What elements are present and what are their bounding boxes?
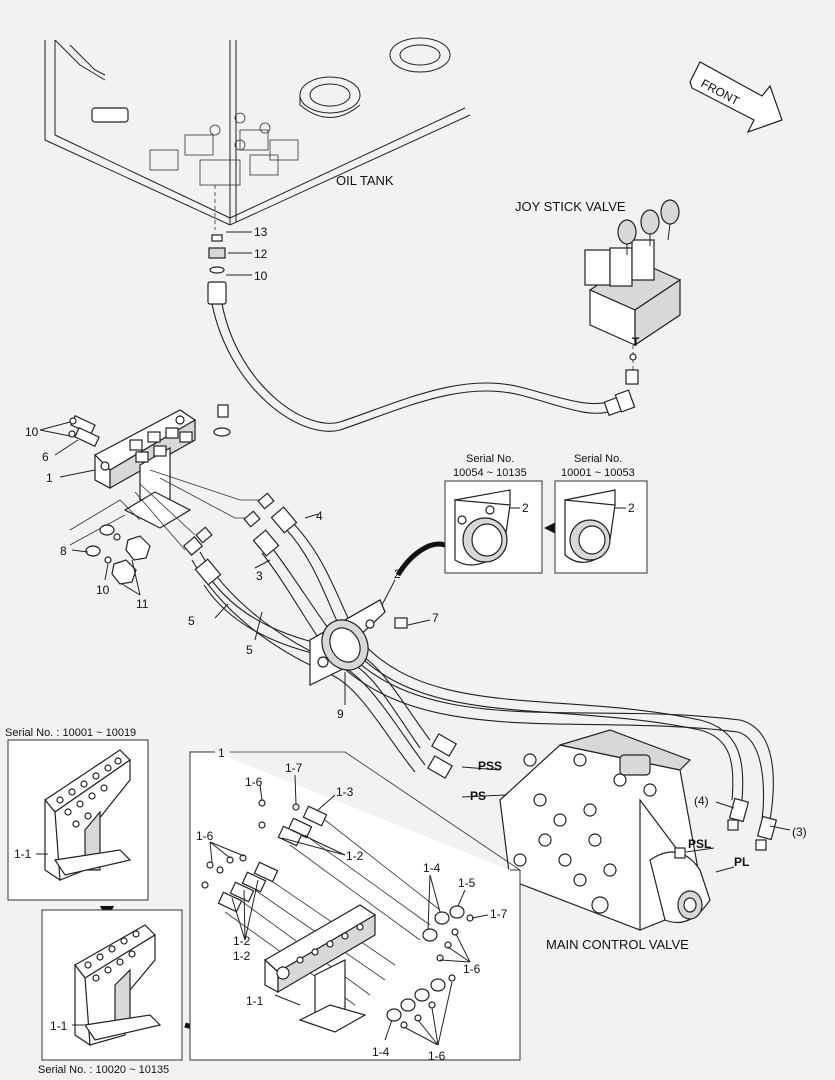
serial-box-left-line1: Serial No. — [466, 453, 514, 465]
port-pl-label: PL — [734, 855, 749, 869]
detail-callout-1-6e: 1-6 — [428, 1049, 446, 1063]
serial-box-left-part: 2 — [522, 501, 529, 515]
port-psl-label: PSL — [688, 837, 711, 851]
callout-10-bottom: 10 — [96, 583, 110, 597]
port-pss-label: PSS — [478, 759, 502, 773]
serial-box-10001: Serial No. 10001 ~ 10053 2 — [554, 453, 648, 574]
callout-4: 4 — [316, 509, 323, 523]
tank-fittings: 13 12 10 — [207, 225, 268, 305]
arrow-left-triangle — [544, 522, 556, 534]
small-parts-8-10-11: 8 10 11 — [60, 499, 151, 611]
detail-callout-1-2a: 1-2 — [346, 849, 364, 863]
bracket-variant-top: Serial No. : 10001 ~ 10019 1-1 — [5, 727, 149, 901]
serial-box-left-line2: 10054 ~ 10135 — [453, 467, 527, 479]
oil-tank: OIL TANK — [44, 37, 471, 230]
detail-callout-1-4b: 1-4 — [372, 1045, 390, 1059]
detail-callout-1-6a: 1-6 — [245, 775, 263, 789]
hose-4-ref: (4) — [694, 794, 709, 808]
detail-callout-1-1: 1-1 — [246, 994, 264, 1008]
callout-11: 11 — [136, 597, 149, 611]
bracket-bottom-caption: Serial No. : 10020 ~ 10135 — [38, 1064, 169, 1076]
oil-tank-label: OIL TANK — [336, 173, 394, 188]
detail-callout-1-7b: 1-7 — [490, 907, 508, 921]
callout-9: 9 — [337, 707, 344, 721]
main-control-valve-label: MAIN CONTROL VALVE — [546, 937, 689, 952]
port-t-label: T — [632, 335, 640, 349]
callout-10-top: 10 — [254, 269, 268, 283]
port-ps-label: PS — [470, 789, 486, 803]
callout-3: 3 — [256, 569, 263, 583]
detail-callout-1-6d: 1-6 — [463, 962, 481, 976]
callout-6: 6 — [42, 450, 49, 464]
bracket-bottom-part: 1-1 — [50, 1019, 68, 1033]
bracket-top-caption: Serial No. : 10001 ~ 10019 — [5, 727, 136, 739]
joystick-label: JOY STICK VALVE — [515, 199, 626, 214]
detail-1-exploded: 1 — [189, 746, 521, 1063]
callout-8: 8 — [60, 544, 67, 558]
detail-callout-1-3: 1-3 — [336, 785, 354, 799]
callout-5-lower: 5 — [246, 643, 253, 657]
callout-7: 7 — [432, 611, 439, 625]
joystick-valve: JOY STICK VALVE T — [515, 199, 682, 385]
serial-box-right-part: 2 — [628, 501, 635, 515]
front-arrow: FRONT — [689, 61, 783, 134]
detail-callout-1-5: 1-5 — [458, 876, 476, 890]
detail-1-title: 1 — [218, 746, 225, 760]
callout-13: 13 — [254, 225, 268, 239]
detail-callout-1-7a: 1-7 — [285, 761, 303, 775]
detail-callout-1-2c: 1-2 — [233, 949, 251, 963]
main-control-valve: PSS PS (4) PSL PL (3) MAIN CONTROL VALVE — [461, 729, 807, 952]
bracket-variant-bottom: 1-1 Serial No. : 10020 ~ 10135 — [38, 909, 183, 1076]
detail-callout-1-6b: 1-6 — [196, 829, 214, 843]
bracket-top-part: 1-1 — [14, 847, 32, 861]
return-hose — [211, 303, 636, 432]
callout-12: 12 — [254, 247, 268, 261]
hose-bracket: 2 7 9 — [309, 541, 446, 721]
hose-3-ref: (3) — [792, 825, 807, 839]
detail-callout-1-4a: 1-4 — [423, 861, 441, 875]
serial-box-10054: Serial No. 10054 ~ 10135 2 — [444, 453, 543, 574]
callout-5-upper: 5 — [188, 614, 195, 628]
serial-box-right-line1: Serial No. — [574, 453, 622, 465]
detail-callout-1-2b: 1-2 — [233, 934, 251, 948]
callout-1: 1 — [46, 471, 53, 485]
serial-box-right-line2: 10001 ~ 10053 — [561, 467, 635, 479]
callout-10-left: 10 — [25, 425, 39, 439]
manifold-assembly: 10 6 1 — [25, 404, 231, 529]
